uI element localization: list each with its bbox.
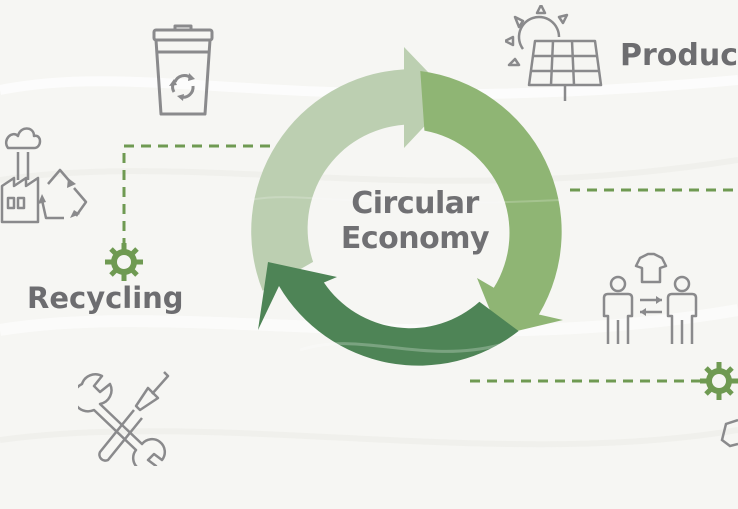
center-title: Circular Economy xyxy=(330,186,500,256)
cycle-arrow-light xyxy=(251,47,452,291)
gear-icon xyxy=(700,362,738,400)
trash-bin-recycle-icon xyxy=(152,24,214,116)
solar-panel-sun-icon xyxy=(505,5,603,101)
label-recycling: Recycling xyxy=(27,281,184,315)
center-title-line1: Circular xyxy=(351,186,479,221)
connector-recycling xyxy=(122,144,270,245)
gear-icon xyxy=(105,243,143,281)
cycle-arrow-mid xyxy=(420,71,563,335)
people-exchange-shirt-icon xyxy=(602,252,698,344)
factory-recycle-icon xyxy=(0,127,88,224)
partial-edge-icon xyxy=(720,418,738,448)
center-title-line2: Economy xyxy=(340,221,490,256)
label-product: Product xyxy=(620,38,738,73)
wrench-screwdriver-icon xyxy=(78,371,170,466)
cycle-arrow-dark xyxy=(258,262,519,366)
